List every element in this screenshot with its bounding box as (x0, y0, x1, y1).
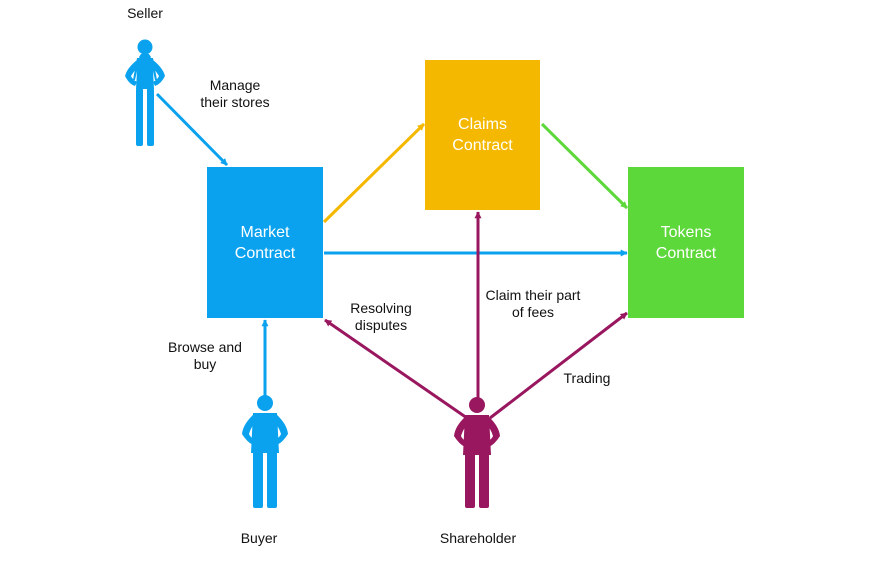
claims-contract-box (425, 60, 540, 210)
claims-contract-line1: Claims (458, 116, 507, 133)
resolving-disputes-line1: Resolving (350, 300, 412, 316)
shareholder-label: Shareholder (439, 530, 517, 546)
manage-stores-label: Manage their stores (188, 77, 282, 111)
market-contract-line1: Market (240, 223, 290, 241)
market-contract-box (207, 167, 323, 318)
resolving-disputes-line2: disputes (354, 317, 408, 333)
male-person-icon (242, 395, 288, 508)
arrow-seller-to-market (155, 92, 229, 167)
tokens-contract-line2: Contract (655, 244, 717, 262)
manage-stores-line2: their stores (200, 94, 270, 110)
claim-fees-line2: of fees (511, 304, 555, 320)
manage-stores-line1: Manage (209, 77, 261, 93)
arrow-market-to-claims (322, 122, 426, 224)
resolving-disputes-label: Resolving disputes (334, 300, 428, 334)
female-person-icon (125, 39, 165, 146)
tokens-contract-box (628, 167, 744, 318)
buyer-label: Buyer (240, 530, 278, 546)
arrow-shareholder-to-tokens (489, 311, 628, 420)
arrow-claims-to-tokens (540, 122, 629, 210)
market-contract-line2: Contract (234, 244, 296, 262)
claim-fees-line1: Claim their part (485, 287, 581, 303)
browse-buy-line1: Browse and (168, 339, 242, 355)
arrow-shareholder-to-market (324, 318, 468, 420)
claims-contract-label: Claims Contract (425, 60, 540, 210)
claims-contract-line2: Contract (452, 137, 513, 154)
trading-label: Trading (563, 370, 611, 386)
browse-buy-label: Browse and buy (152, 339, 258, 373)
tokens-contract-line1: Tokens (660, 223, 712, 241)
claim-fees-label: Claim their part of fees (468, 287, 598, 321)
browse-buy-line2: buy (193, 356, 217, 372)
seller-label: Seller (127, 5, 163, 21)
shareholder-person-icon (454, 397, 500, 508)
market-contract-label: Market Contract (207, 167, 323, 318)
tokens-contract-label: Tokens Contract (628, 167, 744, 318)
